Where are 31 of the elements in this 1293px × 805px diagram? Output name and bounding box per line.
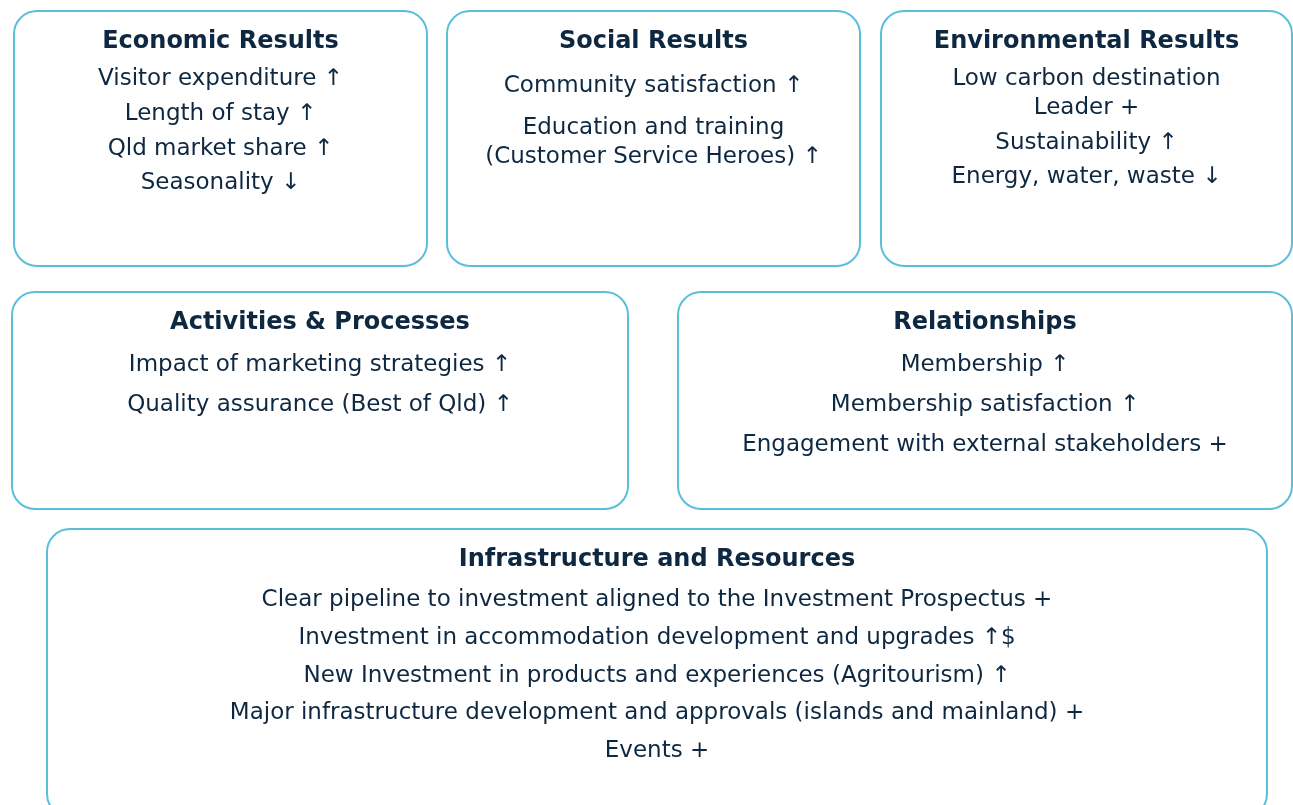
indicator-text: Clear pipeline to investment aligned to the Investment Prospectus + [261, 584, 1053, 613]
indicator-text: Major infrastructure development and approvals (islands and mainland) + [229, 697, 1085, 726]
indicator-text: Membership satisfaction ↑ [830, 388, 1140, 418]
result-card [11, 291, 629, 510]
indicator-text: Education and training (Customer Service Heroes) ↑ [484, 111, 823, 170]
indicator-text: Engagement with external stakeholders + [742, 428, 1228, 458]
indicator-text: Quality assurance (Best of Qld) ↑ [127, 388, 513, 418]
indicator-text: Events + [604, 735, 710, 764]
indicator-text: Impact of marketing strategies ↑ [128, 349, 512, 378]
card-heading: Relationships [893, 307, 1077, 335]
result-card [13, 10, 428, 267]
result-card [446, 10, 861, 267]
indicator-text: Length of stay ↑ [124, 97, 317, 127]
indicator-text: Qld market share ↑ [107, 132, 334, 162]
indicator-text: New Investment in products and experiences (Agritourism) ↑ [303, 659, 1011, 689]
result-card [46, 528, 1268, 805]
indicator-text: Low carbon destination Leader + [951, 63, 1222, 121]
indicator-text: Community satisfaction ↑ [503, 70, 804, 99]
indicator-text: Visitor expenditure ↑ [98, 63, 343, 92]
indicator-text: Investment in accommodation development and upgrades ↑$ [298, 621, 1016, 651]
card-heading: Social Results [558, 26, 749, 54]
result-card [880, 10, 1293, 267]
card-heading: Environmental Results [933, 26, 1240, 54]
result-card [677, 291, 1293, 510]
card-heading: Activities & Processes [170, 307, 470, 335]
indicator-text: Energy, water, waste ↓ [951, 161, 1222, 190]
indicator-text: Membership ↑ [900, 349, 1070, 378]
card-heading: Economic Results [102, 26, 339, 54]
indicator-text: Sustainability ↑ [995, 126, 1178, 156]
card-heading: Infrastructure and Resources [458, 544, 856, 572]
indicator-text: Seasonality ↓ [140, 167, 301, 196]
